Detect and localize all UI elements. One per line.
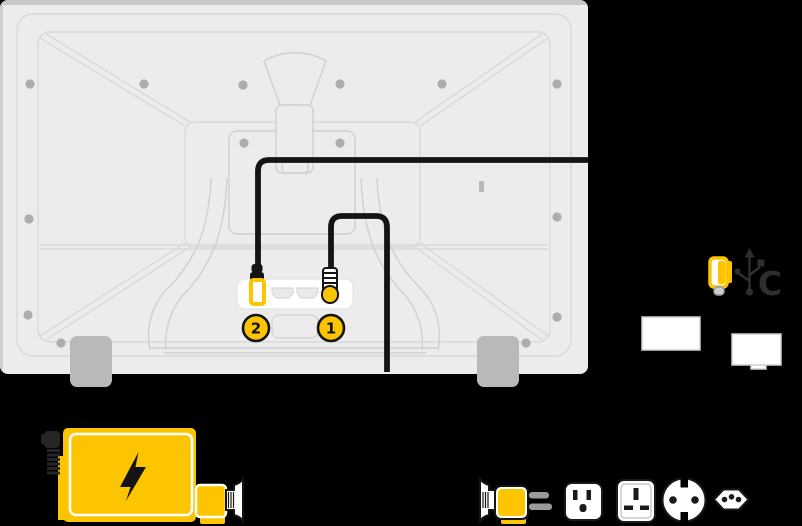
dc-plug-icon	[41, 431, 60, 475]
tv-label-mark	[479, 181, 484, 192]
tv-foot-left	[70, 336, 112, 387]
badge-2-label: 2	[251, 320, 261, 338]
hdmi-cable	[255, 157, 588, 274]
badge-2: 2	[241, 313, 271, 343]
badge-1: 1	[316, 313, 346, 343]
cable-hook	[263, 52, 327, 174]
power-plug-icon	[479, 475, 552, 525]
outlet-schuko-icon	[661, 474, 707, 526]
outlet-uk-icon	[616, 479, 656, 523]
tv-back	[0, 0, 588, 387]
hdmi-port-icon	[271, 287, 294, 299]
tv-top-edge	[0, 0, 588, 5]
badge-1-label: 1	[326, 320, 336, 338]
tv-bezel-lines	[16, 13, 572, 357]
usb-c-connector-icon	[708, 256, 732, 296]
cables	[255, 157, 588, 372]
device-box-icon	[641, 316, 701, 351]
antenna-cable-connector-icon	[321, 267, 339, 304]
tv-screws	[23, 79, 562, 348]
tv-foot-right	[477, 336, 519, 387]
power-adapter-icon	[41, 428, 244, 525]
outlet-us-icon	[564, 482, 603, 521]
power-cord-connector-icon	[194, 475, 244, 525]
antenna-cable	[328, 213, 390, 372]
lightning-bolt-icon	[120, 452, 146, 501]
hdmi-port-icon	[296, 287, 319, 299]
tv-left-edge	[0, 0, 3, 374]
device-box-with-tab-icon	[731, 333, 782, 370]
usb-c-symbol-icon: C	[734, 248, 782, 303]
hdmi-cable-connector-icon	[249, 264, 266, 306]
usb-c-letter: C	[758, 264, 782, 303]
outlet-swiss-icon	[712, 488, 750, 511]
